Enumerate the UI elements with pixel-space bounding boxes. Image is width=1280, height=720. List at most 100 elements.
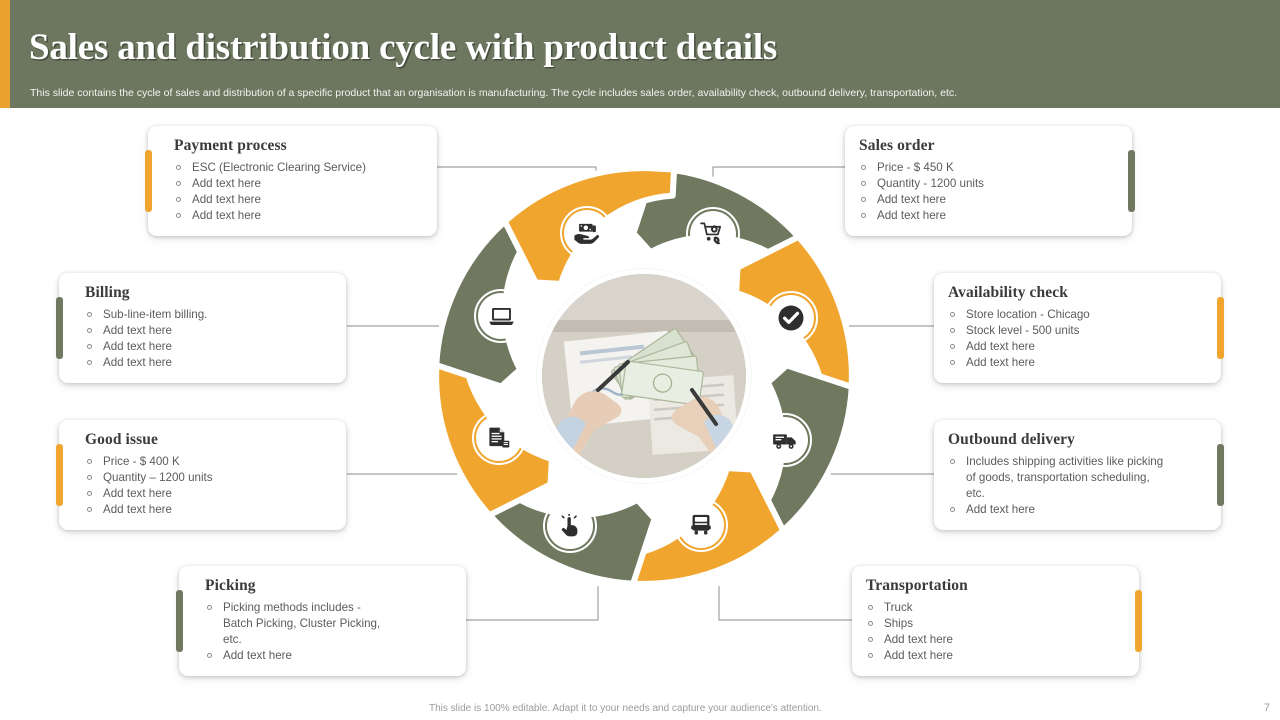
list-item: Add text here <box>85 486 332 502</box>
bullet-marker-icon <box>950 312 955 317</box>
card-title: Payment process <box>174 137 287 154</box>
card-bullet-list: Store location - Chicago Stock level - 5… <box>948 307 1195 371</box>
list-item: Add text here <box>85 502 332 518</box>
list-item: Stock level - 500 units <box>948 323 1195 339</box>
wheel-icon-payment-process <box>560 206 614 260</box>
desk-photo-money-charts-icon <box>542 274 746 478</box>
bullet-marker-icon <box>87 459 92 464</box>
card-bullet-list: Price - $ 450 K Quantity - 1200 units Ad… <box>859 160 1106 224</box>
bullet-marker-icon <box>87 312 92 317</box>
check-circle-icon <box>778 305 804 331</box>
bullet-marker-icon <box>950 507 955 512</box>
card-accent-transportation <box>1135 590 1142 652</box>
hand-click-icon <box>560 513 577 536</box>
bullet-marker-icon <box>861 197 866 202</box>
bullet-marker-icon <box>861 213 866 218</box>
slide-header: Sales and distribution cycle with produc… <box>0 0 1280 108</box>
wheel-icon-billing <box>474 289 528 343</box>
bullet-marker-icon <box>950 360 955 365</box>
card-accent-availability-check <box>1217 297 1224 359</box>
list-item: Add text here <box>859 192 1106 208</box>
footer-note: This slide is 100% editable. Adapt it to… <box>429 703 822 714</box>
bullet-marker-icon <box>176 181 181 186</box>
card-title: Transportation <box>866 577 968 594</box>
card-payment-process[interactable]: Payment process ESC (Electronic Clearing… <box>145 126 437 236</box>
wheel-icon-picking <box>543 499 597 553</box>
wheel-icon-transportation <box>674 498 728 552</box>
card-good-issue[interactable]: Good issue Price - $ 400 K Quantity – 12… <box>56 420 346 530</box>
page-subtitle: This slide contains the cycle of sales a… <box>30 87 958 99</box>
bullet-marker-icon <box>861 165 866 170</box>
card-accent-picking <box>176 590 183 652</box>
badge-ring <box>764 291 818 345</box>
card-picking[interactable]: Picking Picking methods includes - Batch… <box>176 566 466 676</box>
card-bullet-list: Picking methods includes - Batch Picking… <box>205 600 452 664</box>
list-item: Add text here <box>866 632 1113 648</box>
card-transportation[interactable]: Transportation Truck Ships Add text here… <box>852 566 1142 676</box>
badge-ring <box>674 498 728 552</box>
list-item: Add text here <box>948 339 1195 355</box>
card-bullet-list: Price - $ 400 K Quantity – 1200 units Ad… <box>85 454 332 518</box>
list-item: Quantity – 1200 units <box>85 470 332 486</box>
card-title: Outbound delivery <box>948 431 1076 448</box>
card-accent-sales-order <box>1128 150 1135 212</box>
list-item: Add text here <box>866 648 1113 664</box>
list-item: Quantity - 1200 units <box>859 176 1106 192</box>
bullet-marker-icon <box>87 491 92 496</box>
list-item: Add text here <box>205 648 452 664</box>
badge-ring <box>560 206 614 260</box>
card-title: Billing <box>85 284 130 301</box>
hand-money-icon <box>574 223 600 244</box>
bullet-marker-icon <box>868 637 873 642</box>
wheel-icon-good-issue <box>472 411 526 465</box>
badge-ring <box>543 499 597 553</box>
bullet-marker-icon <box>176 197 181 202</box>
card-accent-billing <box>56 297 63 359</box>
list-item: Ships <box>866 616 1113 632</box>
card-bullet-list: ESC (Electronic Clearing Service) Add te… <box>174 160 423 224</box>
list-item: Picking methods includes - Batch Picking… <box>205 600 452 648</box>
bullet-marker-icon <box>868 621 873 626</box>
bullet-marker-icon <box>950 459 955 464</box>
list-item: Add text here <box>174 176 423 192</box>
badge-ring <box>758 413 812 467</box>
card-accent-payment-process <box>145 150 152 212</box>
bullet-marker-icon <box>87 344 92 349</box>
card-availability-check[interactable]: Availability check Store location - Chic… <box>934 273 1224 383</box>
list-item: ESC (Electronic Clearing Service) <box>174 160 423 176</box>
card-bullet-list: Truck Ships Add text here Add text here <box>866 600 1113 664</box>
list-item: Add text here <box>948 502 1195 518</box>
bullet-marker-icon <box>87 475 92 480</box>
bullet-marker-icon <box>207 653 212 658</box>
card-title: Good issue <box>85 431 158 448</box>
card-sales-order[interactable]: Sales order Price - $ 450 K Quantity - 1… <box>845 126 1135 236</box>
page-number: 7 <box>1263 702 1270 714</box>
bullet-marker-icon <box>87 507 92 512</box>
list-item: Price - $ 400 K <box>85 454 332 470</box>
wheel-icon-availability-check <box>764 291 818 345</box>
card-title: Availability check <box>948 284 1068 301</box>
list-item: Truck <box>866 600 1113 616</box>
badge-ring <box>686 207 740 261</box>
list-item: Add text here <box>948 355 1195 371</box>
bullet-marker-icon <box>950 328 955 333</box>
list-item: Sub-line-item billing. <box>85 307 332 323</box>
bullet-marker-icon <box>87 360 92 365</box>
header-accent-bar <box>0 0 10 108</box>
card-accent-good-issue <box>56 444 63 506</box>
card-billing[interactable]: Billing Sub-line-item billing. Add text … <box>56 273 346 383</box>
badge-ring <box>474 289 528 343</box>
list-item: Add text here <box>85 339 332 355</box>
bullet-marker-icon <box>87 328 92 333</box>
bullet-marker-icon <box>950 344 955 349</box>
list-item: Add text here <box>174 208 423 224</box>
card-bullet-list: Sub-line-item billing. Add text here Add… <box>85 307 332 371</box>
laptop-icon <box>488 307 514 325</box>
card-title: Sales order <box>859 137 935 154</box>
list-item: Price - $ 450 K <box>859 160 1106 176</box>
card-accent-outbound-delivery <box>1217 444 1224 506</box>
card-outbound-delivery[interactable]: Outbound delivery Includes shipping acti… <box>934 420 1224 530</box>
page-title: Sales and distribution cycle with produc… <box>29 27 778 68</box>
card-bullet-list: Includes shipping activities like pickin… <box>948 454 1195 518</box>
bullet-marker-icon <box>868 653 873 658</box>
